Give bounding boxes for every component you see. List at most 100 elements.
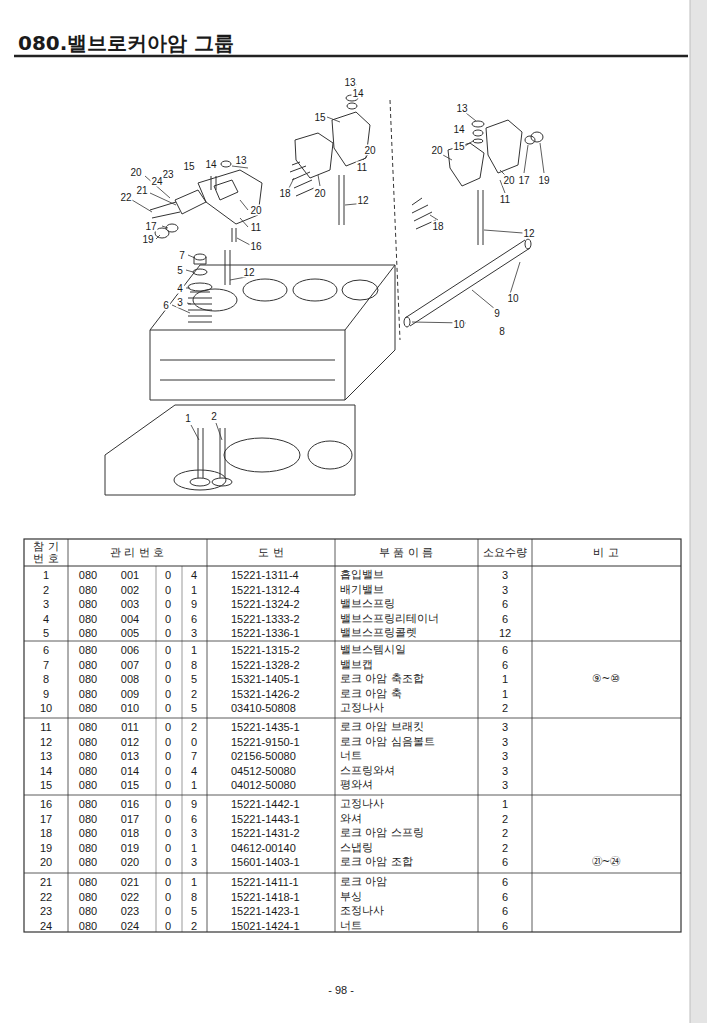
table-cell: 5 [191,702,197,714]
table-header: 참 기 번 호 [30,541,63,564]
callout-number: 13 [234,155,247,166]
table-cell: 015 [121,779,139,791]
table-header: 관 리 번 호 [110,547,164,559]
table-cell: 080 [79,765,97,777]
callout-number: 20 [313,188,326,199]
table-cell: 04012-50080 [231,779,296,791]
table-cell: 4 [43,613,49,625]
callout-number: 11 [499,194,511,205]
table-cell: 3 [191,627,197,639]
table-cell: 080 [79,813,97,825]
table-cell: 2 [43,584,49,596]
table-cell: 003 [121,598,139,610]
table-cell: 0 [165,876,171,888]
callout-number: 21 [135,185,148,196]
table-cell: 0 [165,779,171,791]
table-cell: 7 [191,750,197,762]
table-cell: 15 [40,779,52,791]
table-cell: 007 [121,659,139,671]
table-cell: 20 [40,856,52,868]
callout-number: 17 [517,175,530,186]
table-cell: ㉑~㉔ [592,857,621,869]
table-cell: 0 [165,813,171,825]
callout-number: 15 [182,161,195,172]
callout-number: 20 [129,167,142,178]
callout-number: 11 [356,162,368,173]
table-cell: 15221-9150-1 [231,736,300,748]
table-cell: 080 [79,644,97,656]
table-cell: 로크 아암 스프링 [340,827,424,839]
table-cell: 15221-1418-1 [231,891,300,903]
table-cell: 15221-1442-1 [231,798,300,810]
table-cell: 080 [79,842,97,854]
table-cell: 4 [191,569,197,581]
table-cell: 5 [191,905,197,917]
table-cell: 6 [43,644,49,656]
callout-number: 12 [356,195,369,206]
table-cell: 3 [502,779,508,791]
table-cell: 016 [121,798,139,810]
callout-number: 10 [452,319,465,330]
table-cell: 019 [121,842,139,854]
table-cell: 012 [121,736,139,748]
table-cell: 010 [121,702,139,714]
table-cell: 흡입밸브 [340,569,384,581]
table-cell: 9 [191,798,197,810]
table-cell: 080 [79,673,97,685]
table-cell: 15221-1315-2 [231,644,300,656]
table-cell: 0 [165,702,171,714]
table-cell: 로크 아암 브래킷 [340,721,424,733]
callout-number: 12 [242,267,255,278]
table-cell: 8 [43,673,49,685]
table-cell: 로크 아암 [340,876,387,888]
page-number: - 98 - [328,984,354,996]
table-cell: 080 [79,750,97,762]
callout-number: 20 [502,175,515,186]
table-cell: 너트 [340,920,362,932]
table-cell: 12 [40,736,52,748]
table-cell: 080 [79,584,97,596]
table-cell: 너트 [340,750,362,762]
callout-number: 1 [184,413,192,424]
table-cell: 15221-1435-1 [231,721,300,733]
table-cell: 조정나사 [340,905,384,917]
table-cell: 080 [79,569,97,581]
table-cell: 15221-1411-1 [231,876,299,888]
table-cell: 와셔 [340,813,362,825]
table-cell: 080 [79,905,97,917]
table-cell: 0 [165,644,171,656]
table-cell: 04612-00140 [231,842,296,854]
callout-number: 11 [250,222,262,233]
table-cell: 0 [165,891,171,903]
table-cell: 1 [191,584,197,596]
table-cell: 7 [43,659,49,671]
table-cell: 15221-1311-4 [231,569,299,581]
table-cell: 03410-50808 [231,702,296,714]
table-cell: 2 [502,813,508,825]
table-cell: 로크 아암 조합 [340,857,413,869]
table-cell: 080 [79,659,97,671]
callout-number: 14 [452,124,465,135]
table-cell: 6 [502,920,508,932]
table-cell: 3 [502,721,508,733]
table-header: 비 고 [593,547,618,559]
table-cell: 002 [121,584,139,596]
table-cell: 080 [79,598,97,610]
table-cell: 6 [502,856,508,868]
table-cell: 6 [502,876,508,888]
callout-number: 14 [204,159,217,170]
table-cell: 5 [191,673,197,685]
callout-number: 19 [141,234,154,245]
table-header: 도 번 [258,547,283,559]
table-cell: 6 [502,613,508,625]
table-cell: 24 [40,920,52,932]
table-cell: 080 [79,702,97,714]
table-cell: 3 [502,736,508,748]
table-cell: 006 [121,644,139,656]
table-cell: 0 [165,827,171,839]
table-cell: 0 [165,584,171,596]
callout-number: 20 [363,145,376,156]
table-cell: 6 [502,891,508,903]
callout-number: 2 [210,411,218,422]
